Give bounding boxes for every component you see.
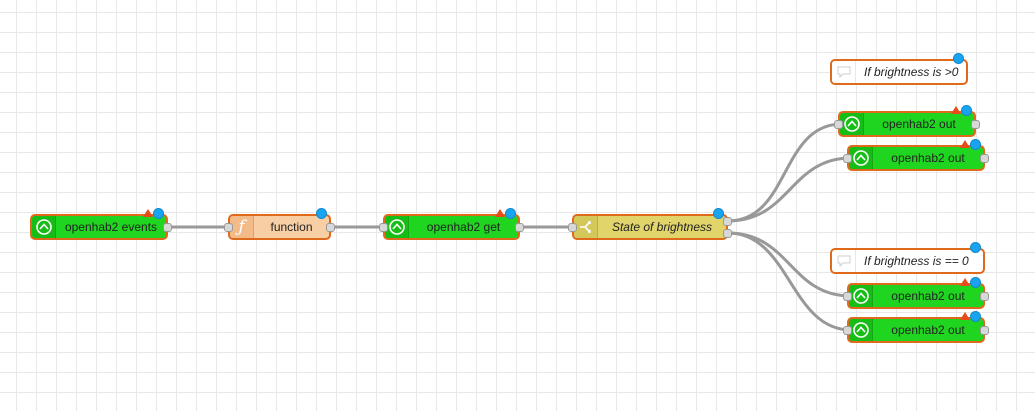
warning-icon bbox=[951, 106, 961, 114]
node-openhab2-events[interactable]: openhab2 events bbox=[30, 208, 172, 240]
changed-indicator bbox=[316, 208, 327, 219]
openhab-icon bbox=[849, 285, 873, 307]
input-port[interactable] bbox=[843, 326, 852, 335]
input-port[interactable] bbox=[843, 292, 852, 301]
node-label: openhab2 events bbox=[64, 220, 158, 234]
wire-switch-to-out1[interactable] bbox=[727, 122, 843, 223]
changed-indicator bbox=[970, 242, 981, 253]
node-label: openhab2 out bbox=[891, 323, 965, 337]
warning-icon bbox=[960, 312, 970, 320]
node-label: function bbox=[270, 220, 313, 234]
changed-indicator bbox=[961, 105, 972, 116]
node-label: openhab2 get bbox=[426, 220, 501, 234]
output-port[interactable] bbox=[326, 223, 335, 232]
wire-switch-to-out4[interactable] bbox=[727, 231, 852, 332]
output-port-2[interactable] bbox=[723, 229, 732, 238]
input-port[interactable] bbox=[834, 120, 843, 129]
node-switch-state-of-brightness[interactable]: State of brightness bbox=[568, 208, 732, 240]
node-openhab2-out-3[interactable]: openhab2 out bbox=[843, 277, 989, 309]
input-port[interactable] bbox=[843, 154, 852, 163]
output-port[interactable] bbox=[515, 223, 524, 232]
output-port[interactable] bbox=[980, 154, 989, 163]
warning-icon bbox=[960, 278, 970, 286]
node-label: openhab2 out bbox=[882, 117, 956, 131]
switch-icon bbox=[574, 216, 598, 238]
openhab-icon bbox=[840, 113, 864, 135]
comment-icon bbox=[832, 250, 856, 272]
node-openhab2-get[interactable]: openhab2 get bbox=[379, 208, 524, 240]
warning-icon bbox=[495, 209, 505, 217]
node-label: State of brightness bbox=[611, 220, 713, 234]
openhab-icon bbox=[849, 147, 873, 169]
node-comment-brightness-eq-0[interactable]: If brightness is == 0 bbox=[830, 242, 985, 274]
openhab-icon bbox=[385, 216, 409, 238]
changed-indicator bbox=[953, 53, 964, 64]
input-port[interactable] bbox=[568, 223, 577, 232]
changed-indicator bbox=[970, 139, 981, 150]
changed-indicator bbox=[713, 208, 724, 219]
output-port[interactable] bbox=[163, 223, 172, 232]
function-icon: ƒ bbox=[230, 216, 254, 238]
output-port-1[interactable] bbox=[723, 217, 732, 226]
comment-icon bbox=[832, 61, 856, 83]
node-openhab2-out-1[interactable]: openhab2 out bbox=[834, 105, 980, 137]
node-label: openhab2 out bbox=[891, 151, 965, 165]
node-label: If brightness is >0 bbox=[864, 65, 959, 79]
changed-indicator bbox=[970, 311, 981, 322]
changed-indicator bbox=[505, 208, 516, 219]
node-openhab2-out-4[interactable]: openhab2 out bbox=[843, 311, 989, 343]
changed-indicator bbox=[153, 208, 164, 219]
openhab-icon bbox=[32, 216, 56, 238]
output-port[interactable] bbox=[980, 292, 989, 301]
input-port[interactable] bbox=[224, 223, 233, 232]
output-port[interactable] bbox=[980, 326, 989, 335]
warning-icon bbox=[143, 209, 153, 217]
output-port[interactable] bbox=[971, 120, 980, 129]
node-label: If brightness is == 0 bbox=[864, 254, 969, 268]
input-port[interactable] bbox=[379, 223, 388, 232]
node-label: openhab2 out bbox=[891, 289, 965, 303]
node-function[interactable]: ƒ function bbox=[224, 208, 335, 240]
wire-switch-to-out2[interactable] bbox=[727, 156, 852, 223]
node-openhab2-out-2[interactable]: openhab2 out bbox=[843, 139, 989, 171]
changed-indicator bbox=[970, 277, 981, 288]
warning-icon bbox=[960, 140, 970, 148]
node-comment-brightness-gt-0[interactable]: If brightness is >0 bbox=[830, 53, 968, 85]
openhab-icon bbox=[849, 319, 873, 341]
